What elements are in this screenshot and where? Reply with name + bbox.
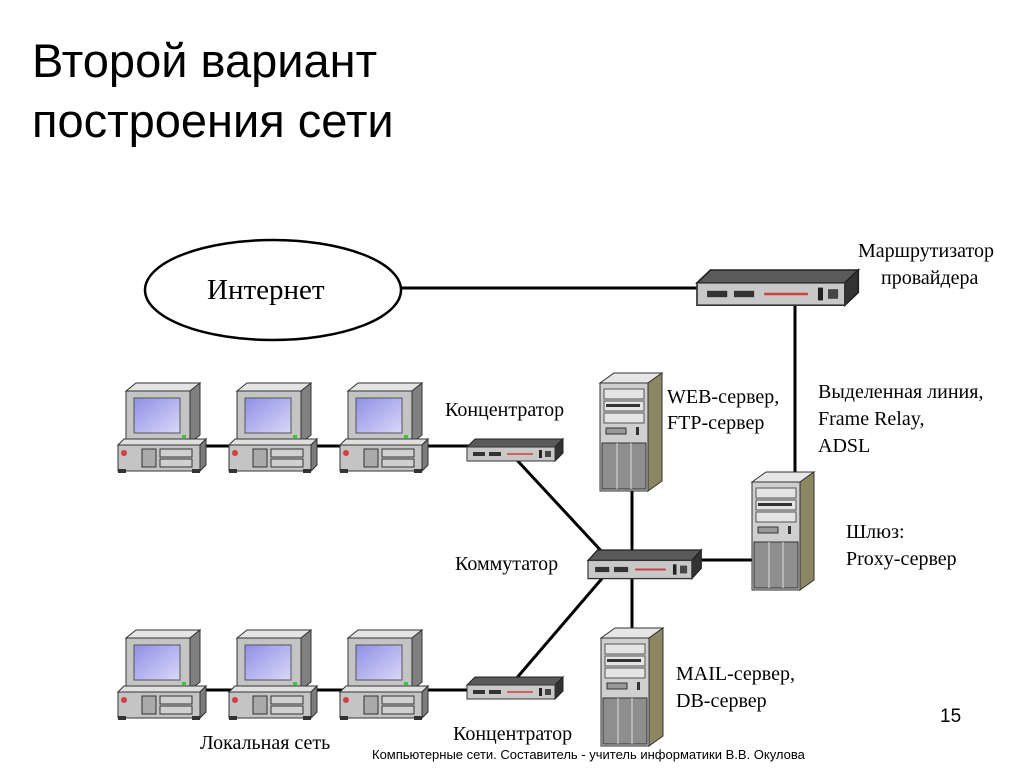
mail-server-label-1: MAIL-сервер, — [676, 663, 795, 685]
leased-line-label-1: Выделенная линия, — [818, 381, 984, 403]
router-label-2: провайдера — [881, 267, 979, 289]
web-server-label-2: FTP-сервер — [667, 412, 765, 434]
page-number: 15 — [940, 706, 962, 727]
slide-title-line2: построения сети — [32, 94, 394, 147]
line-hub2-switch — [513, 574, 607, 681]
mail-server-label-2: DB-сервер — [676, 690, 767, 712]
hub-top-label: Концентратор — [445, 399, 565, 421]
hub-bottom-label: Концентратор — [453, 723, 573, 745]
pc-icon — [339, 629, 429, 721]
footer-text: Компьютерные сети. Составитель - учитель… — [372, 747, 805, 762]
gateway-server-icon — [751, 471, 815, 591]
internet-label: Интернет — [207, 274, 325, 306]
pc-icon — [117, 382, 207, 474]
pc-icon — [339, 382, 429, 474]
switch-label: Коммутатор — [455, 553, 559, 575]
slide-title-line1: Второй вариант — [32, 34, 378, 87]
hub-bottom-icon — [466, 676, 564, 700]
mail-server-icon — [600, 627, 664, 747]
gateway-label-1: Шлюз: — [846, 521, 905, 543]
leased-line-label-2: Frame Relay, — [818, 408, 925, 430]
hub-top-icon — [466, 438, 564, 462]
internet-cloud — [143, 238, 403, 342]
router-label-1: Маршрутизатор — [858, 240, 994, 262]
web-server-label-1: WEB-сервер, — [667, 386, 780, 408]
pc-icon — [228, 629, 318, 721]
gateway-label-2: Proxy-сервер — [846, 548, 957, 570]
switch-icon — [587, 549, 703, 580]
lan-label: Локальная сеть — [200, 732, 331, 754]
router-icon — [695, 268, 860, 307]
leased-line-label-3: ADSL — [818, 435, 871, 457]
line-hub1-switch — [513, 456, 607, 557]
web-server-icon — [599, 372, 663, 492]
pc-icon — [117, 629, 207, 721]
pc-icon — [228, 382, 318, 474]
